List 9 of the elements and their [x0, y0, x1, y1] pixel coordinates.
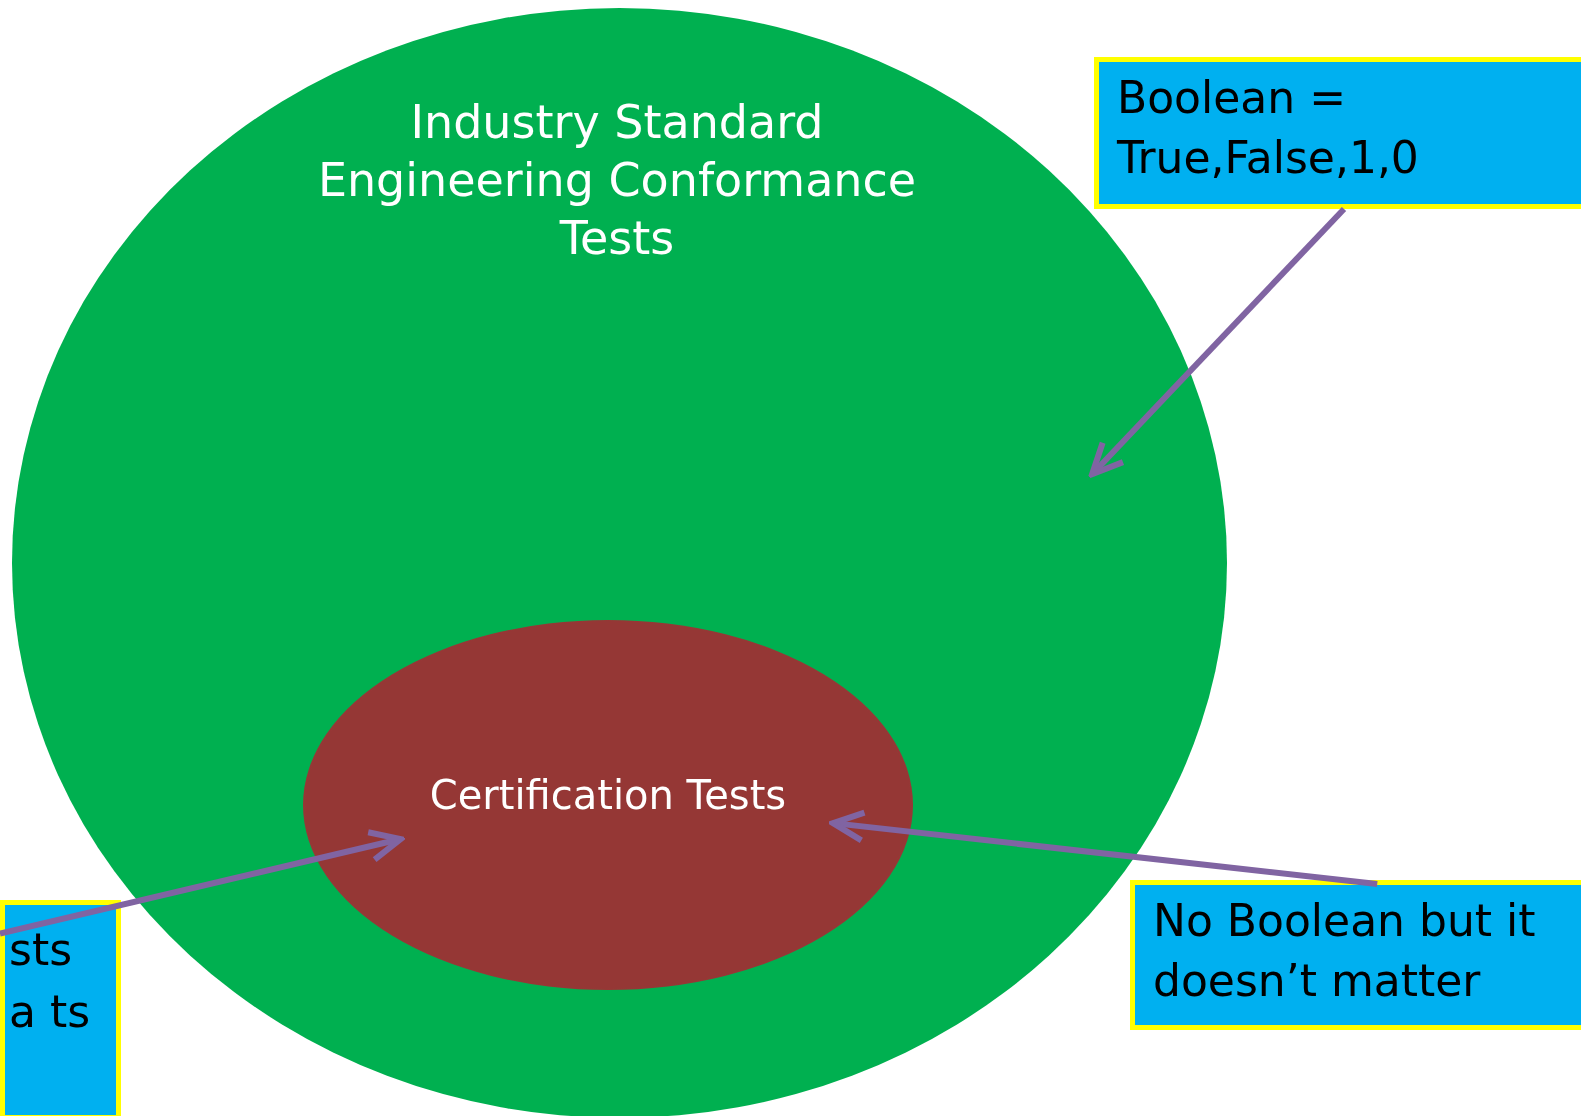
arrow [830, 809, 1378, 888]
callout-box [1130, 880, 1581, 1030]
label-text: No Boolean but it doesn’t matter [1153, 894, 1537, 1008]
callout-box [1094, 57, 1581, 209]
label-text: Industry Standard Engineering Conformance Tests [316, 94, 918, 267]
label-text: Certification Tests [428, 771, 788, 820]
label-text: Boolean = True,False,1,0 [1117, 71, 1420, 185]
callout-box [0, 900, 121, 1116]
label-text: sts a ts [9, 923, 92, 1039]
